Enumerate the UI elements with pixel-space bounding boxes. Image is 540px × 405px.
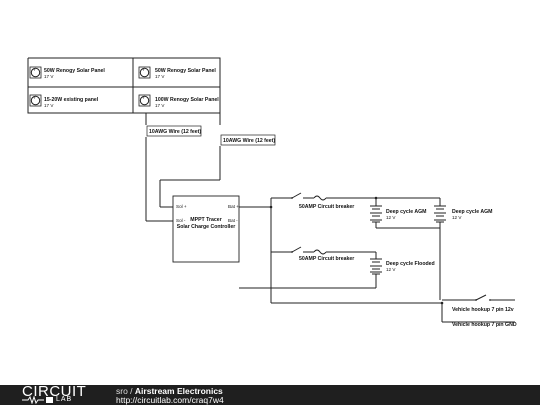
project-title[interactable]: Airstream Electronics	[134, 386, 223, 396]
schematic-canvas: + 50W Renogy Solar Panel 17 V + 50W Reno…	[27, 57, 517, 328]
footer-bar: CIRCUIT LAB sro / Airstream Electronics …	[0, 383, 540, 405]
solar-panel-2[interactable]: + 50W Renogy Solar Panel 17 V	[138, 66, 216, 79]
battery-3-name: Deep cycle Flooded	[386, 261, 435, 267]
circuitlab-logo-lab: LAB	[56, 396, 73, 403]
controller-title: MPPT Tracer	[190, 217, 221, 223]
pin-bat-minus: Bat -	[228, 218, 238, 223]
panel-array-wires	[27, 57, 221, 125]
breaker-2-label: 50AMP Circuit breaker	[299, 256, 354, 262]
panel-3-value: 17 V	[44, 103, 54, 108]
panel-4-value: 17 V	[155, 103, 165, 108]
battery-2-value: 12 V	[452, 215, 462, 220]
battery-3[interactable]: Deep cycle Flooded 12 V	[370, 258, 435, 275]
user-link[interactable]: sro	[116, 386, 128, 396]
panel-1-value: 17 V	[44, 74, 54, 79]
wire-tag-1-text: 10AWG Wire (12 feet)	[149, 129, 201, 135]
vehicle-hookup-gnd: Vehicle hookup 7 pin GND	[452, 322, 517, 328]
panel-3-name: 15-20W existing panel	[44, 97, 99, 103]
wire-tag-2-text: 10AWG Wire (12 feet)	[223, 138, 275, 144]
circuit-wave-icon	[22, 396, 53, 404]
circuitlab-logo[interactable]: CIRCUIT	[22, 383, 87, 400]
controller-subtitle: Solar Charge Controller	[177, 224, 236, 230]
solar-panel-4[interactable]: + 100W Renogy Solar Panel 17 V	[138, 94, 219, 108]
hookup-gnd-label: Vehicle hookup 7 pin GND	[452, 322, 517, 328]
svg-text:+: +	[33, 68, 36, 73]
breadcrumb-separator: /	[127, 386, 135, 396]
pin-sol-minus: Sol -	[176, 218, 186, 223]
panel-4-name: 100W Renogy Solar Panel	[155, 97, 219, 103]
solar-panel-1[interactable]: + 50W Renogy Solar Panel 17 V	[29, 66, 105, 79]
wire-runs	[145, 137, 221, 222]
vehicle-hookup-switch[interactable]: Vehicle hookup 7 pin 12v	[452, 294, 514, 313]
battery-1-name: Deep cycle AGM	[386, 209, 426, 215]
charge-controller[interactable]: Sol + Sol - Bat + Bat - MPPT Tracer Sola…	[172, 195, 240, 263]
svg-text:+: +	[142, 96, 145, 101]
pin-bat-plus: Bat +	[228, 204, 239, 209]
battery-2-name: Deep cycle AGM	[452, 209, 492, 215]
wire-tag-1: 10AWG Wire (12 feet)	[146, 125, 201, 137]
svg-text:+: +	[142, 68, 145, 73]
wire-tag-2: 10AWG Wire (12 feet)	[220, 134, 275, 146]
solar-panel-3[interactable]: + 15-20W existing panel 17 V	[29, 94, 99, 108]
battery-wires	[239, 196, 515, 323]
circuit-breaker-2[interactable]: 50AMP Circuit breaker	[286, 246, 354, 262]
panel-1-name: 50W Renogy Solar Panel	[44, 68, 105, 74]
battery-2[interactable]: Deep cycle AGM 12 V	[434, 205, 492, 223]
battery-3-value: 12 V	[386, 267, 396, 272]
project-url[interactable]: http://circuitlab.com/craq7w4	[116, 395, 224, 405]
breaker-1-label: 50AMP Circuit breaker	[299, 204, 354, 210]
svg-text:+: +	[33, 96, 36, 101]
pin-sol-plus: Sol +	[176, 204, 187, 209]
battery-1[interactable]: Deep cycle AGM 12 V	[370, 205, 426, 223]
panel-2-name: 50W Renogy Solar Panel	[155, 68, 216, 74]
hookup-12v-label: Vehicle hookup 7 pin 12v	[452, 307, 514, 313]
panel-2-value: 17 V	[155, 74, 165, 79]
circuit-breaker-1[interactable]: 50AMP Circuit breaker	[286, 192, 354, 210]
breadcrumb: sro / Airstream Electronics	[116, 386, 223, 396]
battery-1-value: 12 V	[386, 215, 396, 220]
